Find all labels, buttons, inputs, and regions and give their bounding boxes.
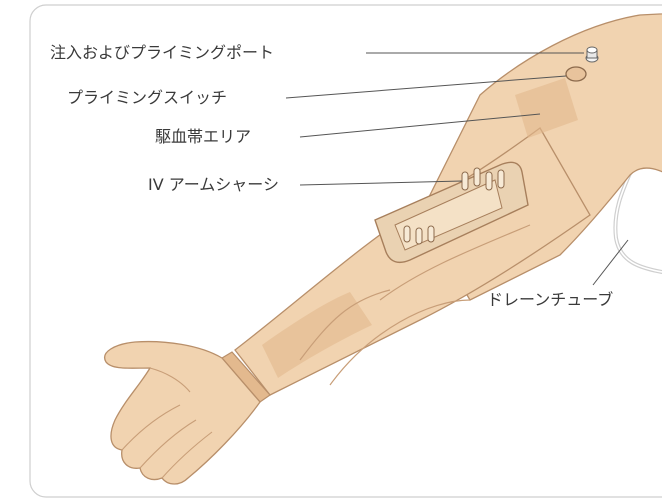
illustration-art bbox=[105, 12, 662, 484]
injection-port bbox=[586, 47, 598, 62]
priming-switch bbox=[566, 67, 586, 81]
label-iv-arm-chassis: IV アームシャーシ bbox=[148, 175, 279, 195]
label-drain-tube: ドレーンチューブ bbox=[487, 290, 613, 310]
label-tourniquet-area: 駆血帯エリア bbox=[155, 127, 251, 147]
label-priming-switch: プライミングスイッチ bbox=[67, 88, 227, 108]
label-injection-port: 注入およびプライミングポート bbox=[50, 43, 274, 63]
callout-line-drain-tube bbox=[593, 240, 628, 285]
